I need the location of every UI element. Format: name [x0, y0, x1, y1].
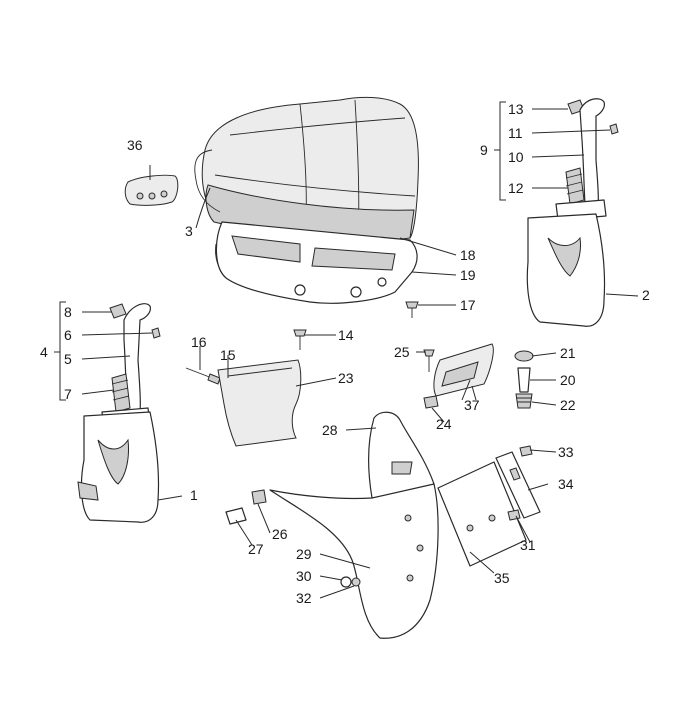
part-32-nut	[351, 577, 361, 587]
callout-23: 23	[338, 370, 354, 386]
part-2-right-side-panel	[526, 213, 606, 327]
part-34-plate-bracket	[495, 451, 541, 519]
callout-21: 21	[560, 345, 576, 361]
part-28-fender-bracket	[367, 411, 435, 499]
callout-labels: 1 2 3 4 5 6 7 8 9 10 11 12 13 14 15 16 1…	[40, 101, 650, 606]
callout-24: 24	[436, 416, 452, 432]
part-21-grommet	[514, 350, 534, 362]
callout-36: 36	[127, 137, 143, 153]
bracket-group-4	[54, 301, 66, 401]
callout-32: 32	[296, 590, 312, 606]
callout-30: 30	[296, 568, 312, 584]
callout-12: 12	[508, 180, 524, 196]
part-17-bolt	[405, 301, 419, 318]
callout-37: 37	[464, 397, 480, 413]
callout-34: 34	[558, 476, 574, 492]
callout-28: 28	[322, 422, 338, 438]
bracket-group-9	[494, 101, 506, 201]
callout-5: 5	[64, 351, 72, 367]
callout-7: 7	[64, 386, 72, 402]
callout-13: 13	[508, 101, 524, 117]
part-27-bolt	[225, 507, 247, 525]
callout-1: 1	[190, 487, 198, 503]
part-16-cable	[185, 367, 221, 385]
part-35-plate-holder	[437, 461, 527, 567]
callout-2: 2	[642, 287, 650, 303]
top-case-lid	[201, 96, 419, 242]
callout-35: 35	[494, 570, 510, 586]
part-33-screw	[519, 445, 533, 457]
callout-9: 9	[480, 142, 488, 158]
top-case-frame	[194, 149, 418, 304]
callout-33: 33	[558, 444, 574, 460]
part-30-washer	[340, 576, 352, 588]
callout-22: 22	[560, 397, 576, 413]
callout-10: 10	[508, 149, 524, 165]
part-20-stud	[517, 367, 531, 393]
part-31-screw	[507, 509, 521, 521]
callout-17: 17	[460, 297, 476, 313]
part-14-bolt	[293, 329, 307, 350]
callout-8: 8	[64, 304, 72, 320]
callout-19: 19	[460, 267, 476, 283]
callout-31: 31	[520, 537, 536, 553]
part-29-rear-fender	[269, 483, 439, 639]
part-26-nut	[251, 489, 267, 505]
callout-26: 26	[272, 526, 288, 542]
callout-29: 29	[296, 546, 312, 562]
part-36-grip	[124, 174, 179, 206]
leader-lines	[81, 108, 639, 599]
part-23-mud-flap	[217, 359, 302, 447]
part-25-screw	[423, 349, 435, 372]
right-hinge-assembly	[555, 98, 619, 223]
callout-18: 18	[460, 247, 476, 263]
callout-3: 3	[185, 223, 193, 239]
callout-11: 11	[508, 125, 523, 141]
callout-15: 15	[220, 347, 236, 363]
callout-25: 25	[394, 344, 410, 360]
part-1-left-side-panel	[77, 411, 160, 523]
callout-6: 6	[64, 327, 72, 343]
callout-20: 20	[560, 372, 576, 388]
callout-4: 4	[40, 344, 48, 360]
part-37-reflector	[433, 343, 494, 397]
callout-14: 14	[338, 327, 354, 343]
callout-27: 27	[248, 541, 264, 557]
part-24-clip	[423, 395, 439, 409]
part-22-spring	[515, 393, 533, 409]
left-hinge-assembly	[101, 303, 161, 431]
callout-16: 16	[191, 334, 207, 350]
